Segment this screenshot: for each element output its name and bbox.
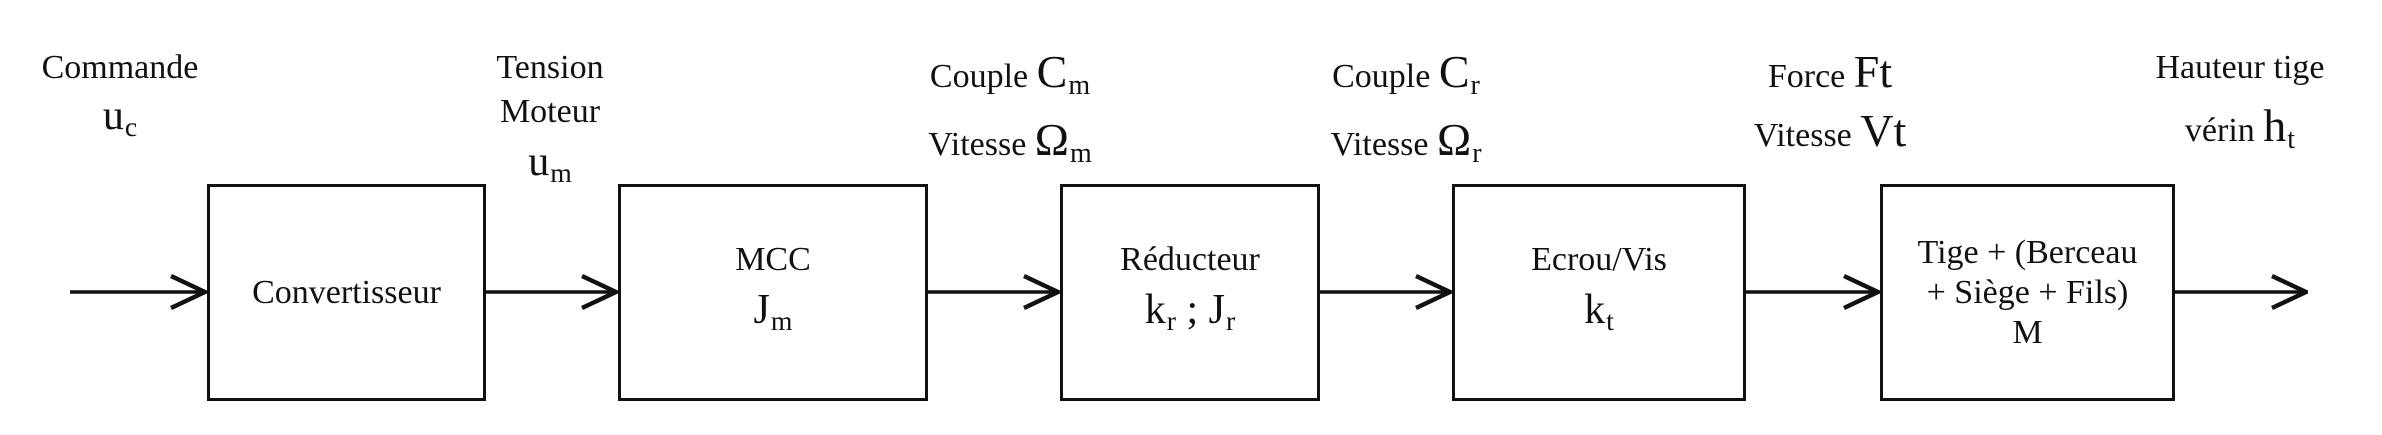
block-param: Jm: [753, 287, 793, 336]
signal-hauteur: Hauteur tige vérin ht: [2155, 49, 2325, 155]
block-param: kr ; Jr: [1144, 287, 1236, 336]
block-label: Convertisseur: [252, 273, 441, 311]
block-label: MCC: [735, 241, 811, 279]
block-mcc: MCC Jm: [618, 184, 928, 401]
signal-force: Force Ft Vitesse Vt: [1753, 46, 1907, 156]
block-convertisseur: Convertisseur: [207, 184, 486, 401]
block-label: Réducteur: [1120, 241, 1260, 279]
block-label: M: [2012, 313, 2043, 351]
block-label: + Siège + Fils): [1926, 273, 2129, 311]
block-reducteur: Réducteur kr ; Jr: [1060, 184, 1320, 401]
block-tige: Tige + (Berceau + Siège + Fils) M: [1880, 184, 2175, 401]
block-label: Ecrou/Vis: [1531, 241, 1667, 279]
block-label: Tige + (Berceau: [1917, 233, 2138, 271]
signal-couple-r: Couple Cr Vitesse Ωr: [1330, 46, 1482, 170]
block-param: kt: [1584, 287, 1614, 336]
signal-commande: Commande uc: [41, 49, 199, 142]
signal-couple-m: Couple Cm Vitesse Ωm: [928, 46, 1092, 170]
signal-tension: Tension Moteur um: [496, 49, 604, 188]
block-ecrou-vis: Ecrou/Vis kt: [1452, 184, 1746, 401]
